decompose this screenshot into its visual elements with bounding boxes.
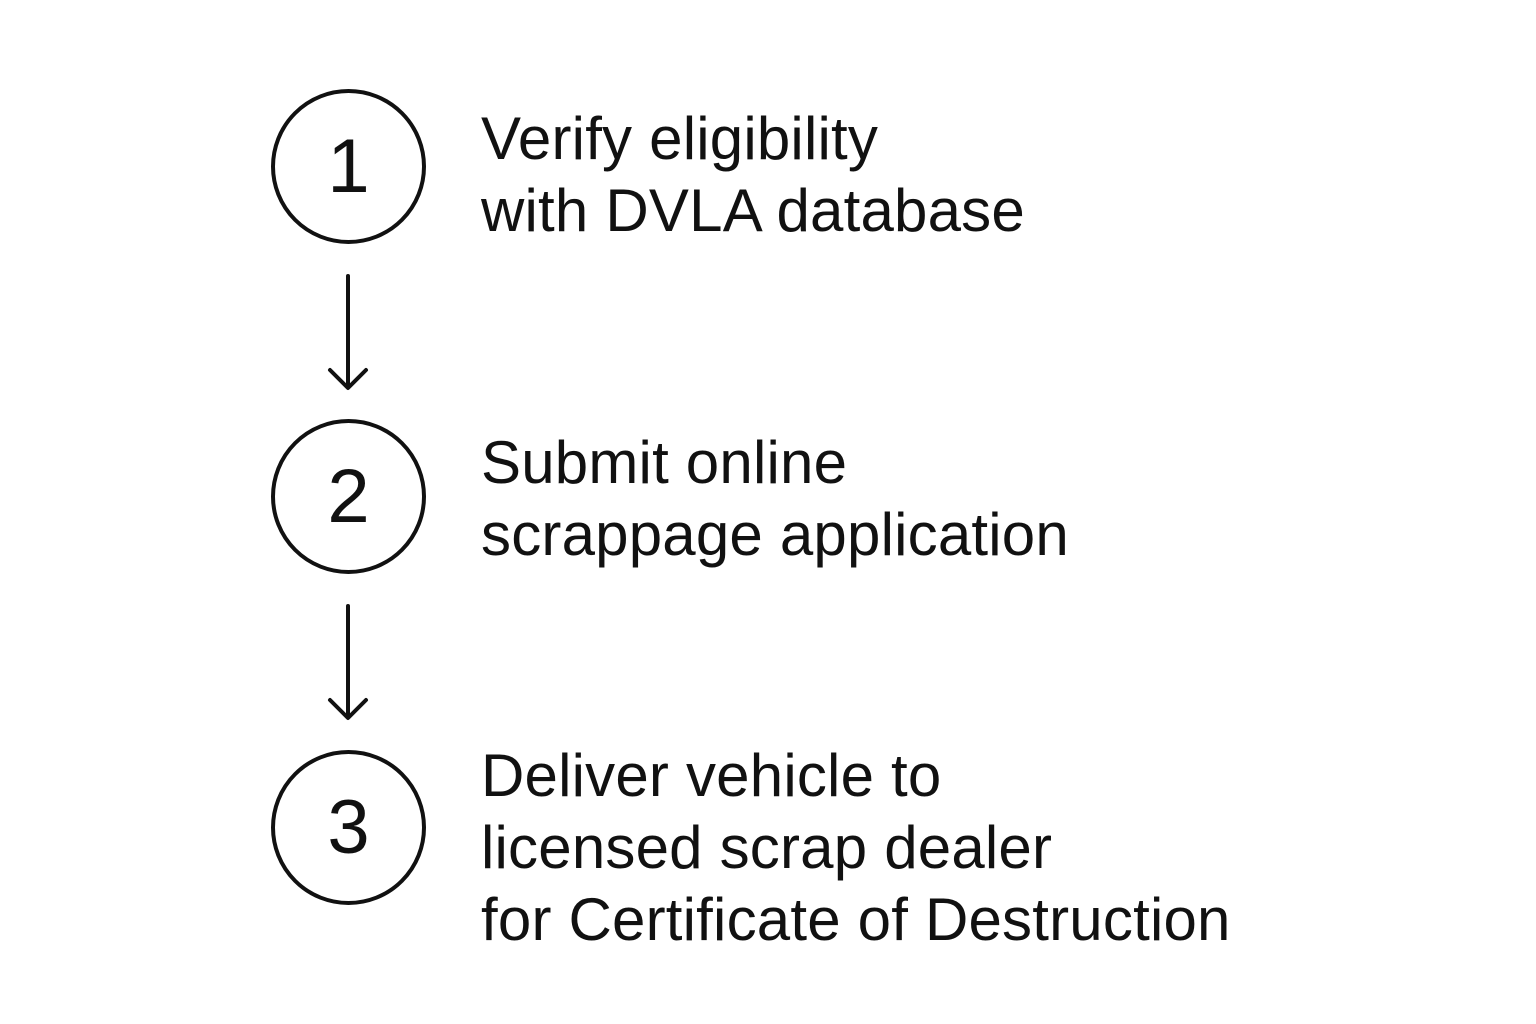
step-3-label-line-3: for Certificate of Destruction [481,886,1231,953]
step-1-number: 1 [327,123,370,209]
step-3-circle: 3 [271,750,426,905]
step-2-label-line-2: scrappage application [481,501,1069,568]
step-1-label: Verify eligibility with DVLA database [481,103,1025,247]
step-2-label: Submit online scrappage application [481,427,1069,571]
step-2-label-line-1: Submit online [481,429,848,496]
step-2-circle: 2 [271,419,426,574]
step-3-label: Deliver vehicle to licensed scrap dealer… [481,740,1231,956]
step-1-circle: 1 [271,89,426,244]
arrow-down-icon [328,604,368,720]
step-3-label-line-1: Deliver vehicle to [481,742,942,809]
step-3-number: 3 [327,784,370,870]
arrow-down-icon [328,274,368,390]
step-1-label-line-1: Verify eligibility [481,105,879,172]
step-1-label-line-2: with DVLA database [481,177,1025,244]
step-3-label-line-2: licensed scrap dealer [481,814,1053,881]
step-2-number: 2 [327,453,370,539]
